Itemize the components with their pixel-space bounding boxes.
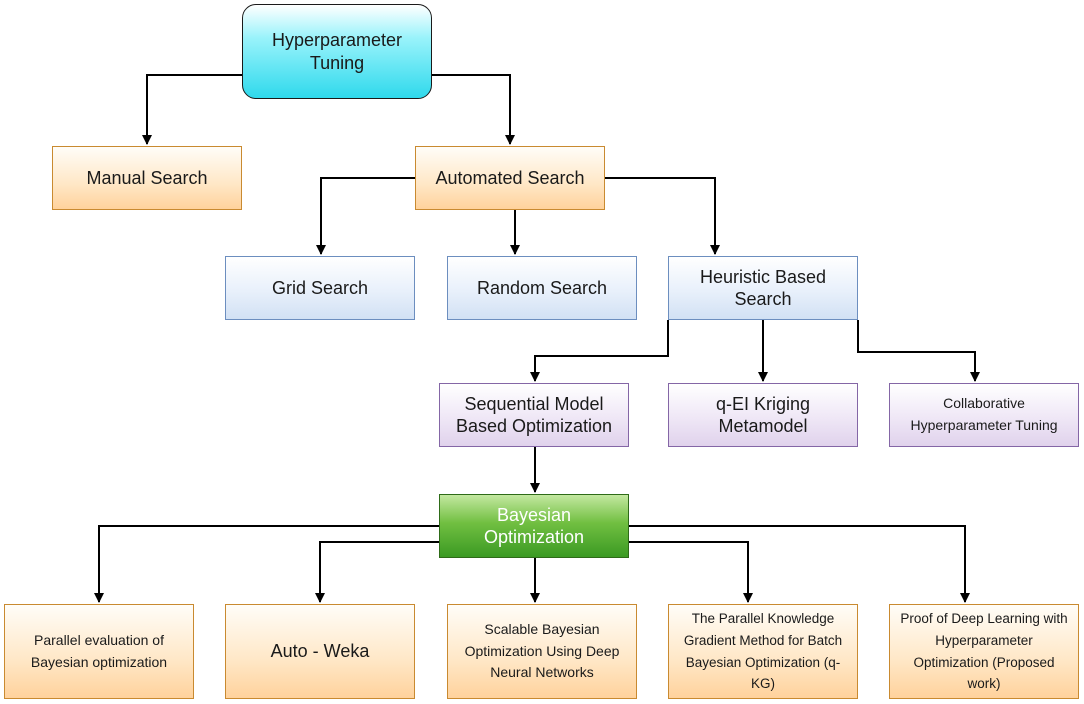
connector-root-to-automated-search: [432, 74, 515, 145]
node-label: Random Search: [476, 277, 608, 298]
node-label: Proof of Deep Learning with Hyperparamet…: [900, 611, 1068, 692]
node-label: Manual Search: [86, 167, 208, 188]
connector-bayesian-to-auto-weka: [315, 541, 439, 603]
node-label: Parallel evaluation of Bayesian optimiza…: [30, 631, 168, 670]
node-automated-search: Automated Search: [415, 146, 605, 210]
node-label: Collaborative Hyperparameter Tuning: [910, 395, 1058, 433]
node-parallel-knowledge-gradient: The Parallel Knowledge Gradient Method f…: [668, 604, 858, 699]
node-sequential-model-based-optimization: Sequential Model Based Optimization: [439, 383, 629, 447]
connector-root-to-manual-search: [142, 74, 242, 145]
node-bayesian-optimization: Bayesian Optimization: [439, 494, 629, 558]
node-label: Sequential Model Based Optimization: [455, 393, 613, 437]
node-random-search: Random Search: [447, 256, 637, 320]
connector-heuristic-search-to-smbo: [530, 320, 669, 382]
node-grid-search: Grid Search: [225, 256, 415, 320]
node-label: Bayesian Optimization: [483, 504, 585, 548]
connector-automated-search-to-heuristic-search: [605, 177, 720, 255]
connector-bayesian-to-proof-dl: [629, 525, 970, 603]
node-label: The Parallel Knowledge Gradient Method f…: [683, 611, 843, 692]
connector-automated-search-to-grid-search: [316, 177, 415, 255]
node-label: Grid Search: [271, 277, 369, 298]
node-qei-kriging-metamodel: q-EI Kriging Metamodel: [668, 383, 858, 447]
node-label: Scalable Bayesian Optimization Using Dee…: [464, 620, 620, 681]
connector-heuristic-search-to-collaborative: [857, 320, 980, 382]
node-scalable-bayesian-optimization: Scalable Bayesian Optimization Using Dee…: [447, 604, 637, 699]
node-label: q-EI Kriging Metamodel: [715, 393, 811, 437]
node-label: Automated Search: [435, 167, 585, 188]
node-collaborative-hyperparameter-tuning: Collaborative Hyperparameter Tuning: [889, 383, 1079, 447]
node-auto-weka: Auto - Weka: [225, 604, 415, 699]
node-manual-search: Manual Search: [52, 146, 242, 210]
node-label: Heuristic Based Search: [699, 266, 827, 310]
connector-bayesian-to-qkg: [629, 541, 753, 603]
node-proof-of-deep-learning: Proof of Deep Learning with Hyperparamet…: [889, 604, 1079, 699]
node-parallel-evaluation: Parallel evaluation of Bayesian optimiza…: [4, 604, 194, 699]
node-hyperparameter-tuning: Hyperparameter Tuning: [242, 4, 432, 99]
node-label: Auto - Weka: [270, 641, 370, 662]
node-label: Hyperparameter Tuning: [271, 30, 403, 73]
connector-bayesian-to-parallel-eval: [94, 525, 439, 603]
node-heuristic-based-search: Heuristic Based Search: [668, 256, 858, 320]
